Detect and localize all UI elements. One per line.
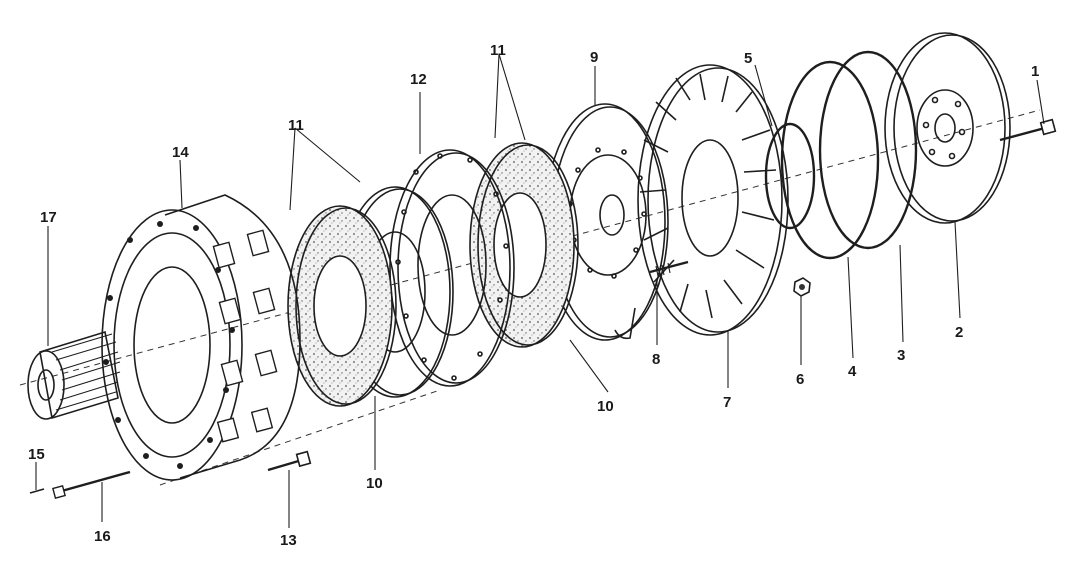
callout-5: 5 <box>744 50 752 67</box>
leader-lines <box>35 53 1045 528</box>
intermediate-plate <box>389 149 515 387</box>
callout-11-right: 11 <box>490 42 506 59</box>
callout-7: 7 <box>723 394 731 411</box>
callout-2: 2 <box>955 324 963 341</box>
stud-8 <box>649 260 689 277</box>
callout-1: 1 <box>1031 63 1039 80</box>
callout-14: 14 <box>172 144 189 161</box>
clutch-drum <box>101 194 301 481</box>
callout-8: 8 <box>652 351 660 368</box>
callout-labels: 1 2 3 4 5 6 7 8 9 10 10 11 11 12 13 14 1… <box>28 42 1039 549</box>
pressure-plate-housing <box>637 64 789 336</box>
callout-10-right: 10 <box>597 398 614 415</box>
ring-3 <box>818 50 918 250</box>
callout-16: 16 <box>94 528 111 545</box>
nut-6 <box>793 277 811 297</box>
callout-12: 12 <box>410 71 427 88</box>
callout-13: 13 <box>280 532 297 549</box>
callout-3: 3 <box>897 347 905 364</box>
callout-10-left: 10 <box>366 475 383 492</box>
callout-11-left: 11 <box>288 117 304 134</box>
bolt-1 <box>999 118 1057 142</box>
ring-4 <box>780 60 880 260</box>
ring-5 <box>764 122 816 230</box>
callout-9: 9 <box>590 49 598 66</box>
pin-15 <box>29 488 45 494</box>
long-bolt-16 <box>52 470 131 499</box>
splined-hub <box>27 330 121 420</box>
callout-6: 6 <box>796 371 804 388</box>
callout-15: 15 <box>28 446 45 463</box>
callout-4: 4 <box>848 363 857 380</box>
friction-disc-left <box>287 205 397 407</box>
callout-17: 17 <box>40 209 57 226</box>
bolt-13 <box>267 450 312 472</box>
flywheel <box>884 32 1011 224</box>
